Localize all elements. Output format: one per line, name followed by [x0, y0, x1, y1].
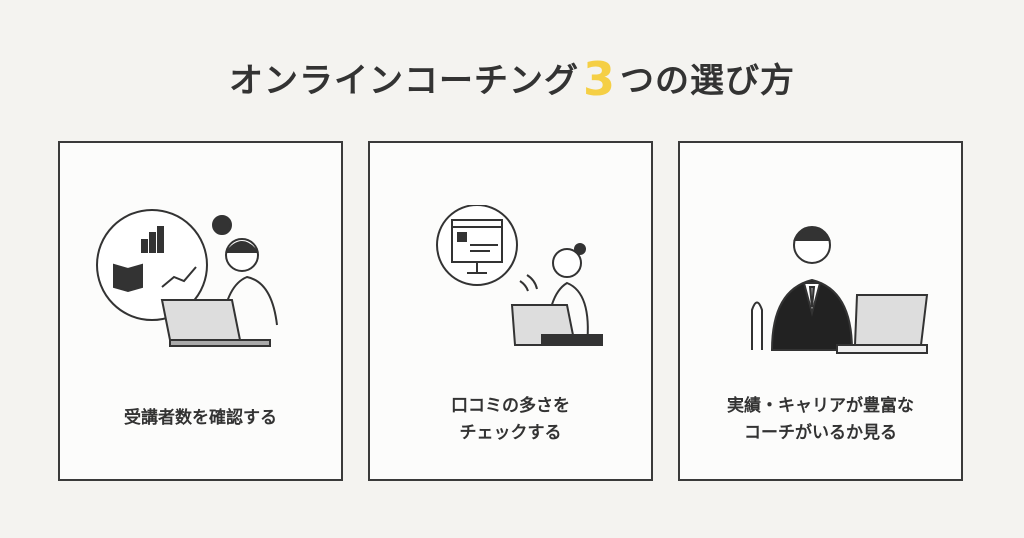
card-caption-line-1: 実績・キャリアが豊富な	[727, 396, 914, 416]
card-check-career: 実績・キャリアが豊富な コーチがいるか見る	[678, 141, 963, 481]
card-check-reviews: 口コミの多さを チェックする	[368, 141, 653, 481]
title-text-end: つの選び方	[620, 61, 795, 101]
card-caption-line-2: チェックする	[459, 423, 562, 443]
businessman-laptop-illustration	[751, 226, 929, 354]
title-number: 3	[582, 52, 616, 106]
person-laptop-monitor-illustration	[436, 205, 603, 346]
card-caption: 受講者数を確認する	[124, 408, 277, 428]
card-caption-line-1: 口コミの多さを	[451, 396, 570, 416]
card-caption-line-2: コーチがいるか見る	[744, 423, 897, 443]
card-check-students: 受講者数を確認する	[58, 141, 343, 481]
person-laptop-chart-illustration	[96, 209, 278, 347]
title-text: オンラインコーチング	[228, 61, 579, 101]
